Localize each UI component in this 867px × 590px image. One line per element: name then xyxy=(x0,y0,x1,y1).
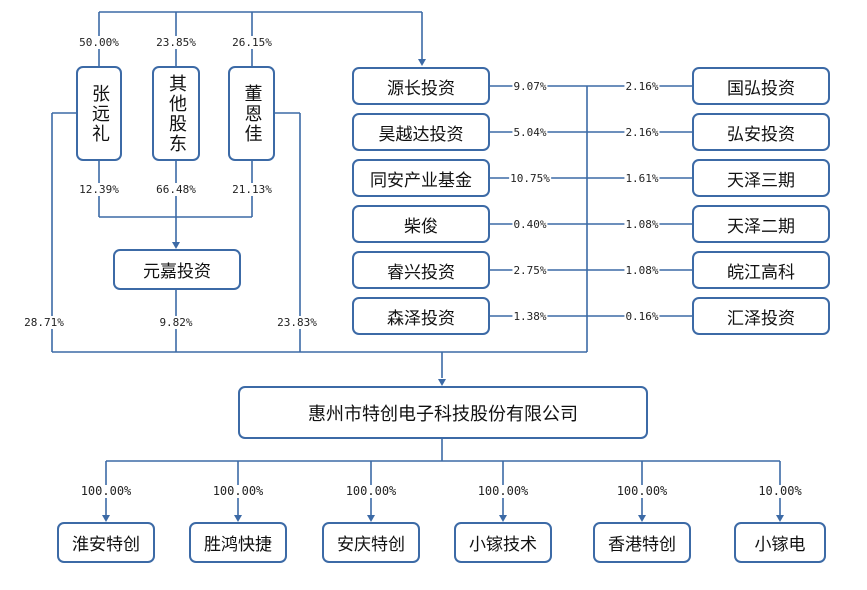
investor-guohong: 国弘投资 xyxy=(692,67,830,105)
subsidiary-xiaojia-dian: 小镓电 xyxy=(734,522,826,563)
subsidiary-hongkong: 香港特创 xyxy=(593,522,691,563)
investor-tianze-phase3: 天泽三期 xyxy=(692,159,830,197)
pct-tianze-phase3: 1.61% xyxy=(624,172,660,185)
pct-dong-yuanjia: 21.13% xyxy=(231,183,273,196)
pct-sub-hongkong: 100.00% xyxy=(615,484,669,498)
pct-tongan-fund: 10.75% xyxy=(509,172,551,185)
shareholder-others: 其他股东 xyxy=(152,66,200,161)
arrow-to-subsidiary-5 xyxy=(638,515,646,522)
shareholder-zhang-yuanli: 张远礼 xyxy=(76,66,122,161)
investor-yuanchang: 源长投资 xyxy=(352,67,490,105)
pct-senze: 1.38% xyxy=(512,310,548,323)
investor-tongan-fund: 同安产业基金 xyxy=(352,159,490,197)
pct-zhang-company: 50.00% xyxy=(78,36,120,49)
arrow-to-company xyxy=(438,379,446,386)
company-tecreate: 惠州市特创电子科技股份有限公司 xyxy=(238,386,648,439)
pct-hongan: 2.16% xyxy=(624,126,660,139)
arrow-to-subsidiary-4 xyxy=(499,515,507,522)
arrow-to-subsidiary-3 xyxy=(367,515,375,522)
arrow-to-yuanchang xyxy=(418,59,426,66)
pct-wanjiang-hightech: 1.08% xyxy=(624,264,660,277)
pct-huize: 0.16% xyxy=(624,310,660,323)
pct-chai-jun: 0.40% xyxy=(512,218,548,231)
pct-sub-shenghong: 100.00% xyxy=(211,484,265,498)
pct-dong-direct: 23.83% xyxy=(276,316,318,329)
subsidiary-xiaojia-tech: 小镓技术 xyxy=(454,522,552,563)
pct-others-yuanjia: 66.48% xyxy=(155,183,197,196)
investor-hongan: 弘安投资 xyxy=(692,113,830,151)
arrow-to-subsidiary-1 xyxy=(102,515,110,522)
pct-zhang-direct: 28.71% xyxy=(23,316,65,329)
pct-tianze-phase2: 1.08% xyxy=(624,218,660,231)
pct-ruixing: 2.75% xyxy=(512,264,548,277)
pct-sub-xiaojia-tech: 100.00% xyxy=(476,484,530,498)
pct-guohong: 2.16% xyxy=(624,80,660,93)
investor-ruixing: 睿兴投资 xyxy=(352,251,490,289)
pct-yuanjia-direct: 9.82% xyxy=(158,316,194,329)
investor-wanjiang-hightech: 皖江高科 xyxy=(692,251,830,289)
pct-haoyueda: 5.04% xyxy=(512,126,548,139)
shareholder-dong-enjia: 董恩佳 xyxy=(228,66,275,161)
pct-zhang-yuanjia: 12.39% xyxy=(78,183,120,196)
subsidiary-huaian: 淮安特创 xyxy=(57,522,155,563)
investor-haoyueda: 昊越达投资 xyxy=(352,113,490,151)
pct-others-company: 23.85% xyxy=(155,36,197,49)
pct-sub-xiaojia-dian: 10.00% xyxy=(757,484,803,498)
subsidiary-anqing: 安庆特创 xyxy=(322,522,420,563)
pct-dong-company: 26.15% xyxy=(231,36,273,49)
yuanjia-investment: 元嘉投资 xyxy=(113,249,241,290)
arrow-to-subsidiary-6 xyxy=(776,515,784,522)
investor-chai-jun: 柴俊 xyxy=(352,205,490,243)
investor-tianze-phase2: 天泽二期 xyxy=(692,205,830,243)
subsidiary-shenghong: 胜鸿快捷 xyxy=(189,522,287,563)
pct-yuanchang: 9.07% xyxy=(512,80,548,93)
arrow-to-subsidiary-2 xyxy=(234,515,242,522)
arrow-to-yuanjia xyxy=(172,242,180,249)
pct-sub-anqing: 100.00% xyxy=(344,484,398,498)
investor-senze: 森泽投资 xyxy=(352,297,490,335)
pct-sub-huaian: 100.00% xyxy=(79,484,133,498)
investor-huize: 汇泽投资 xyxy=(692,297,830,335)
